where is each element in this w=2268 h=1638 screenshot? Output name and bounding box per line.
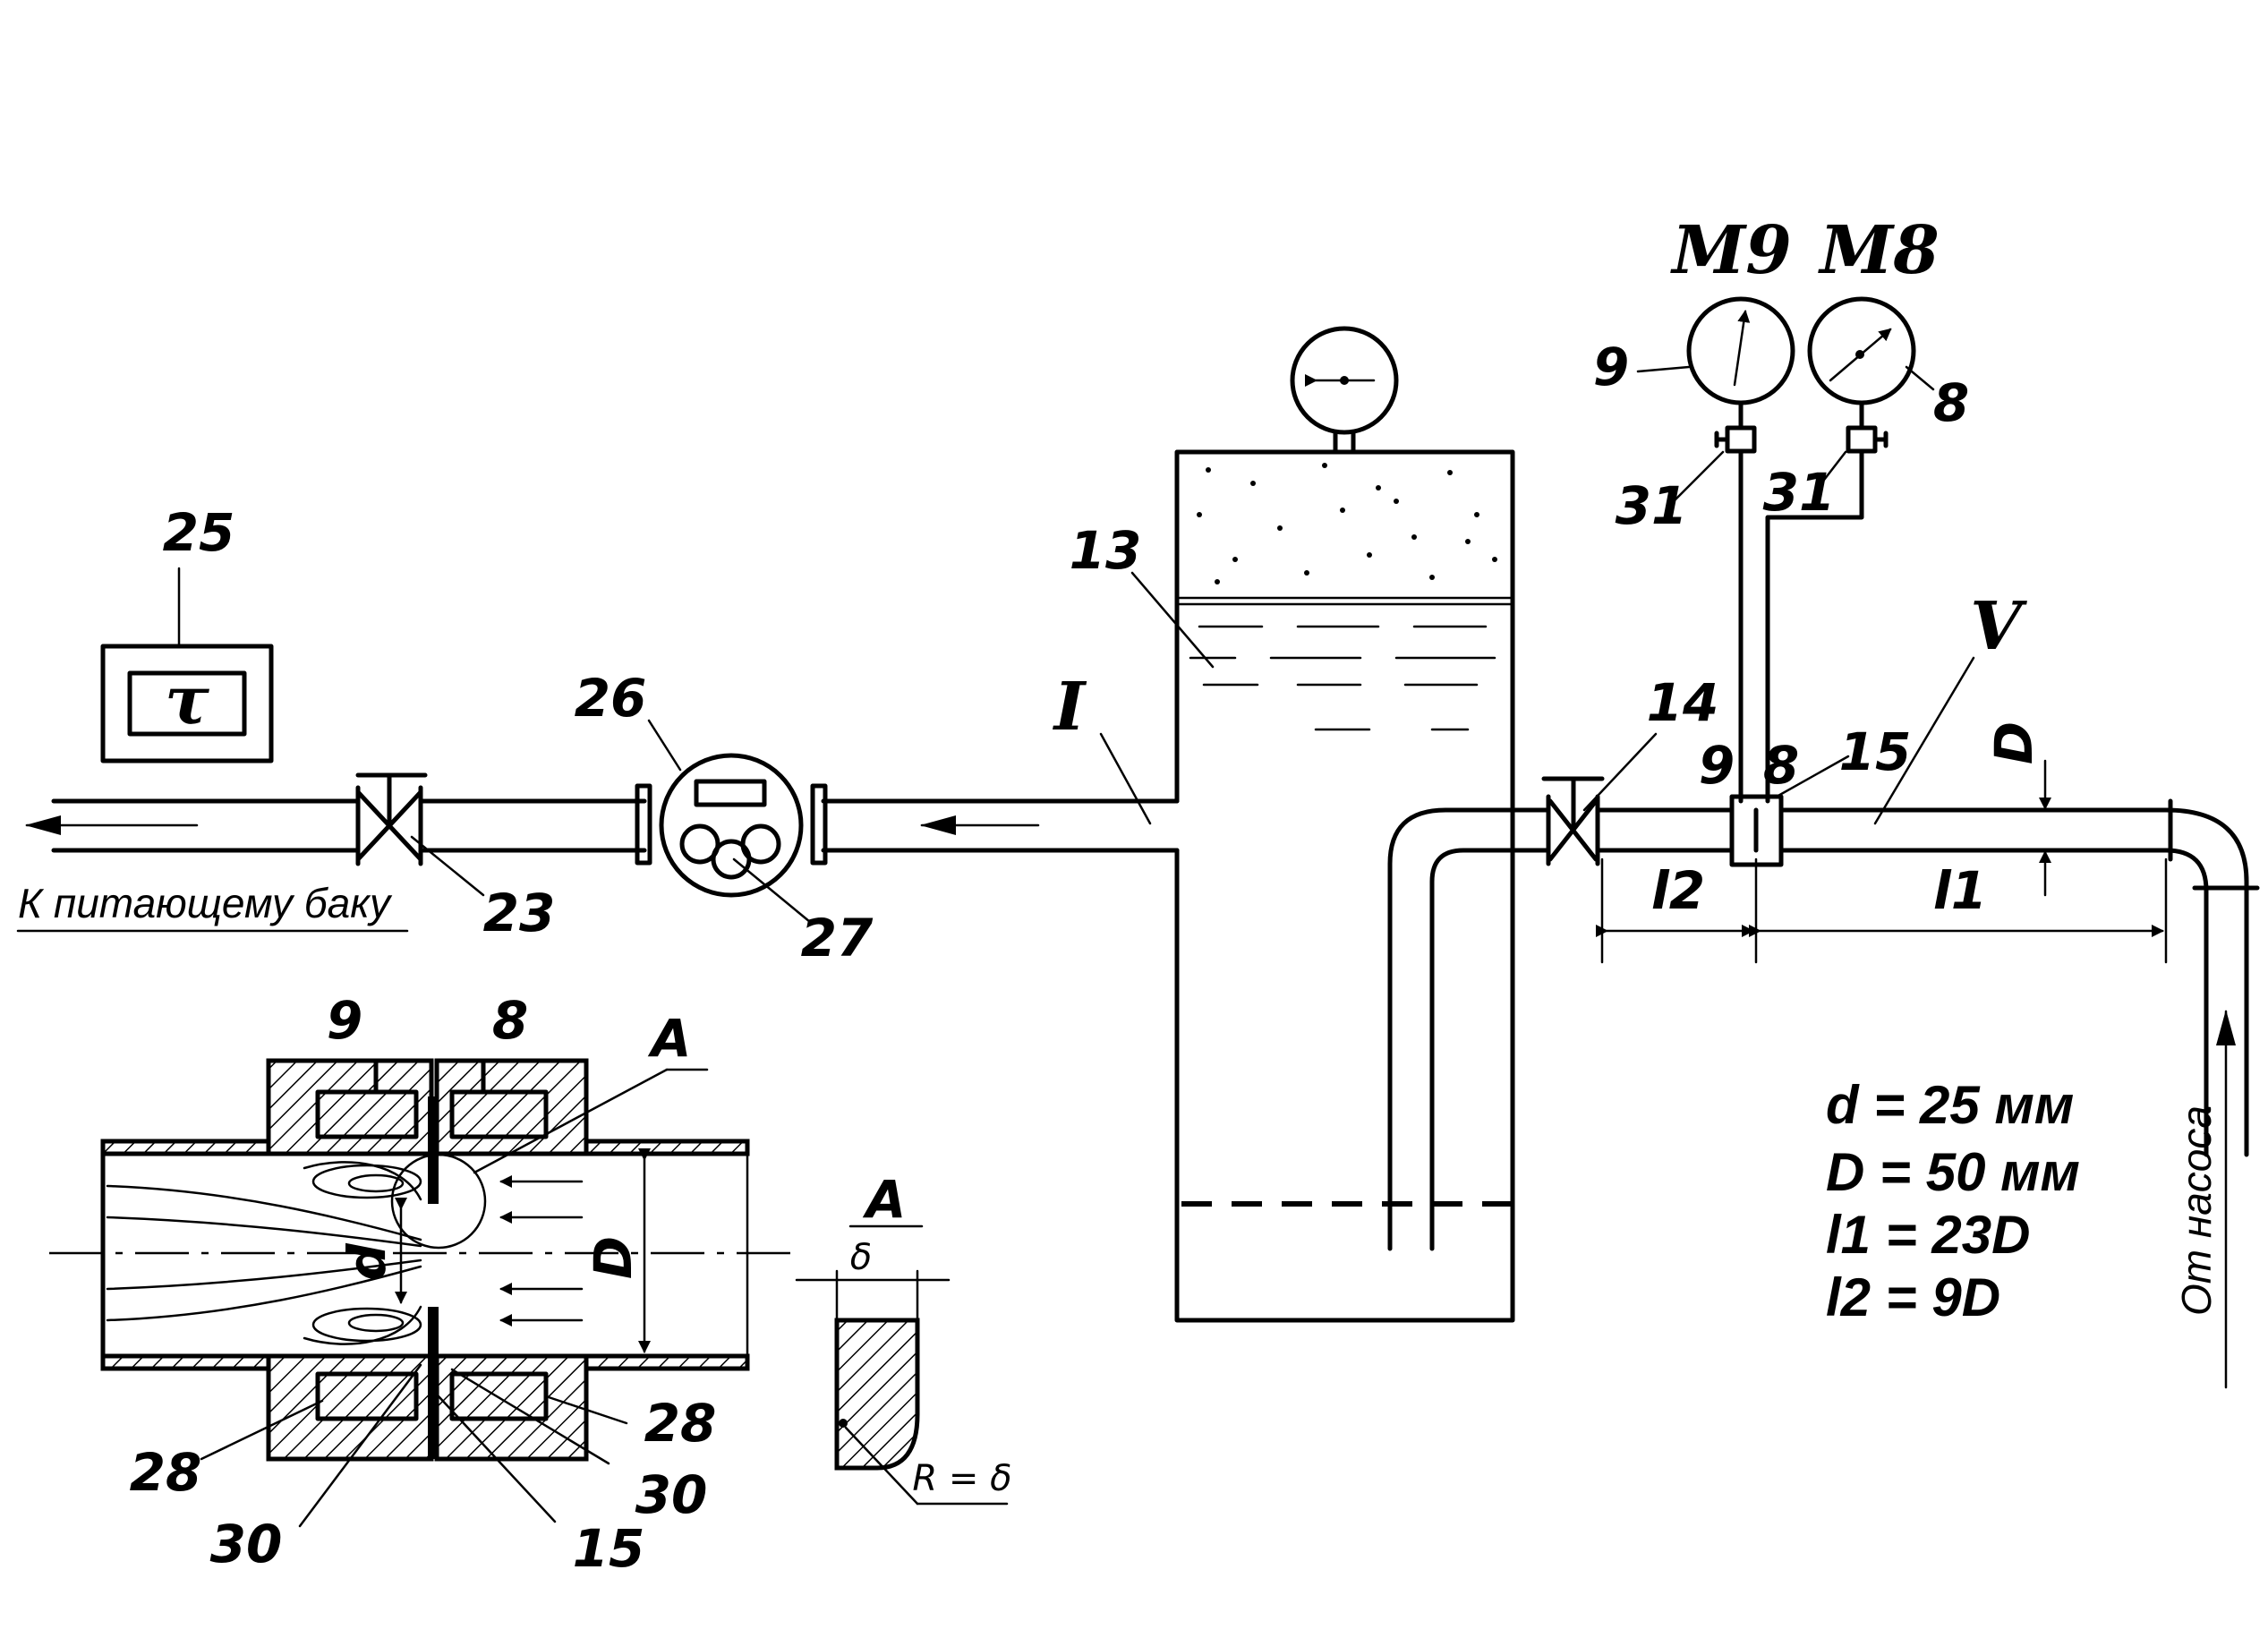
label-25: 25 xyxy=(163,502,235,563)
label-section-V: V xyxy=(1970,588,2027,665)
valve-14: 14 xyxy=(1541,672,1719,866)
orifice-15: 15 9 8 xyxy=(1699,721,1912,867)
tank-pressure-gauge xyxy=(1290,326,1399,455)
label-dim-D: D xyxy=(1983,721,2044,764)
label-13: 13 xyxy=(1070,520,1142,581)
label-l1: l1 xyxy=(1933,860,1987,921)
param-l1: l1 = 23D xyxy=(1826,1205,2031,1265)
param-d: d = 25 мм xyxy=(1826,1075,2074,1135)
timer-symbol: τ xyxy=(165,662,209,739)
label-detail-30-right: 30 xyxy=(635,1464,708,1525)
label-detail-28-left: 28 xyxy=(130,1442,202,1503)
dimension-D: D xyxy=(1983,721,2051,897)
valve-23: 23 xyxy=(355,772,556,943)
label-14: 14 xyxy=(1647,672,1719,733)
label-15: 15 xyxy=(1839,721,1912,782)
param-D: D = 50 мм xyxy=(1826,1142,2080,1202)
label-detail-9: 9 xyxy=(327,990,362,1051)
label-view-A: A xyxy=(648,1008,692,1069)
label-M9: M9 xyxy=(1669,212,1791,289)
label-zoom-A: A xyxy=(863,1169,907,1230)
label-detail-15: 15 xyxy=(573,1518,645,1579)
label-27: 27 xyxy=(801,908,874,968)
label-gauge-8: 8 xyxy=(1933,372,1969,433)
label-zoom-radius: R = δ xyxy=(912,1458,1011,1499)
label-cock-31-left: 31 xyxy=(1616,475,1688,536)
zoom-view-A: A δ R = δ xyxy=(795,1169,1012,1506)
tank-13: 13 xyxy=(1070,449,1551,1323)
dimension-lengths: l2 l1 xyxy=(1596,857,2168,964)
label-detail-30-left: 30 xyxy=(210,1514,283,1574)
supply-pipe: От насоса xyxy=(1595,798,2260,1389)
label-26: 26 xyxy=(575,668,647,729)
orifice-section-detail: A D d 9 8 28 28 30 30 15 xyxy=(49,990,797,1579)
manometer-M9: M9 9 31 xyxy=(1593,212,1795,804)
label-detail-D: D xyxy=(583,1236,644,1279)
label-23: 23 xyxy=(483,883,556,943)
manometer-M8: M8 8 31 xyxy=(1763,212,1969,804)
outlet-pipe xyxy=(25,798,1180,853)
label-detail-8: 8 xyxy=(492,990,528,1051)
label-zoom-delta: δ xyxy=(850,1237,872,1278)
flowmeter-26: 26 27 xyxy=(575,668,874,968)
label-M8: M8 xyxy=(1817,212,1939,289)
parameters-block: d = 25 мм D = 50 мм l1 = 23D l2 = 9D xyxy=(1826,1075,2080,1327)
label-l2: l2 xyxy=(1651,860,1705,921)
caption-to-tank: К питающему баку xyxy=(18,880,393,926)
label-detail-28-right: 28 xyxy=(644,1393,717,1454)
label-gauge-9: 9 xyxy=(1593,337,1629,397)
caption-from-pump: От насоса xyxy=(2173,1105,2220,1316)
timer-25: τ 25 xyxy=(100,502,274,764)
param-l2: l2 = 9D xyxy=(1826,1267,2000,1327)
label-cock-31-right: 31 xyxy=(1763,462,1836,523)
label-section-I: I xyxy=(1053,669,1087,746)
label-detail-d: d xyxy=(337,1243,397,1281)
label-tap-9: 9 xyxy=(1699,735,1735,796)
